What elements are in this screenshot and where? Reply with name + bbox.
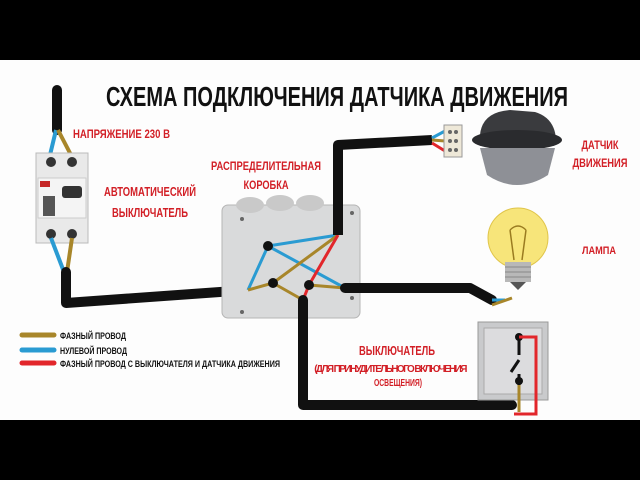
breaker-label-line2: ВЫКЛЮЧАТЕЛЬ — [112, 205, 188, 220]
legend-label-switched: ФАЗНЫЙ ПРОВОД С ВЫКЛЮЧАТЕЛЯ И ДАТЧИКА ДВ… — [60, 358, 280, 370]
diagram-title: СХЕМА ПОДКЛЮЧЕНИЯ ДАТЧИКА ДВИЖЕНИЯ — [106, 81, 568, 112]
sensor-label-line2: ДВИЖЕНИЯ — [573, 156, 628, 170]
switch-cable — [298, 295, 517, 410]
box-label-line1: РАСПРЕДЕЛИТЕЛЬНАЯ — [211, 159, 321, 173]
voltage-label: НАПРЯЖЕНИЕ 230 В — [73, 127, 170, 141]
switch-note-line2: ОСВЕЩЕНИЯ) — [374, 378, 422, 389]
sensor-cable — [333, 135, 433, 235]
switch-note-line1: (ДЛЯ ПРИНУДИТЕЛЬНОГО ВКЛЮЧЕНИЯ — [314, 364, 467, 375]
circuit-breaker — [35, 85, 89, 273]
junction-box — [221, 195, 361, 319]
box-label-line2: КОРОБКА — [244, 178, 289, 192]
lamp-label: ЛАМПА — [582, 245, 616, 257]
legend-label-neutral: НУЛЕВОЙ ПРОВОД — [60, 345, 127, 357]
supply-cable — [61, 267, 253, 308]
switch-label: ВЫКЛЮЧАТЕЛЬ — [359, 343, 435, 358]
legend: ФАЗНЫЙ ПРОВОД НУЛЕВОЙ ПРОВОД ФАЗНЫЙ ПРОВ… — [19, 330, 280, 370]
lamp-cable — [340, 283, 497, 305]
sensor-label-line1: ДАТЧИК — [582, 138, 620, 152]
motion-sensor — [431, 110, 562, 185]
breaker-label-line1: АВТОМАТИЧЕСКИЙ — [104, 184, 196, 199]
legend-label-phase: ФАЗНЫЙ ПРОВОД — [60, 330, 126, 342]
light-switch — [477, 321, 549, 416]
lamp-bulb — [487, 207, 549, 307]
